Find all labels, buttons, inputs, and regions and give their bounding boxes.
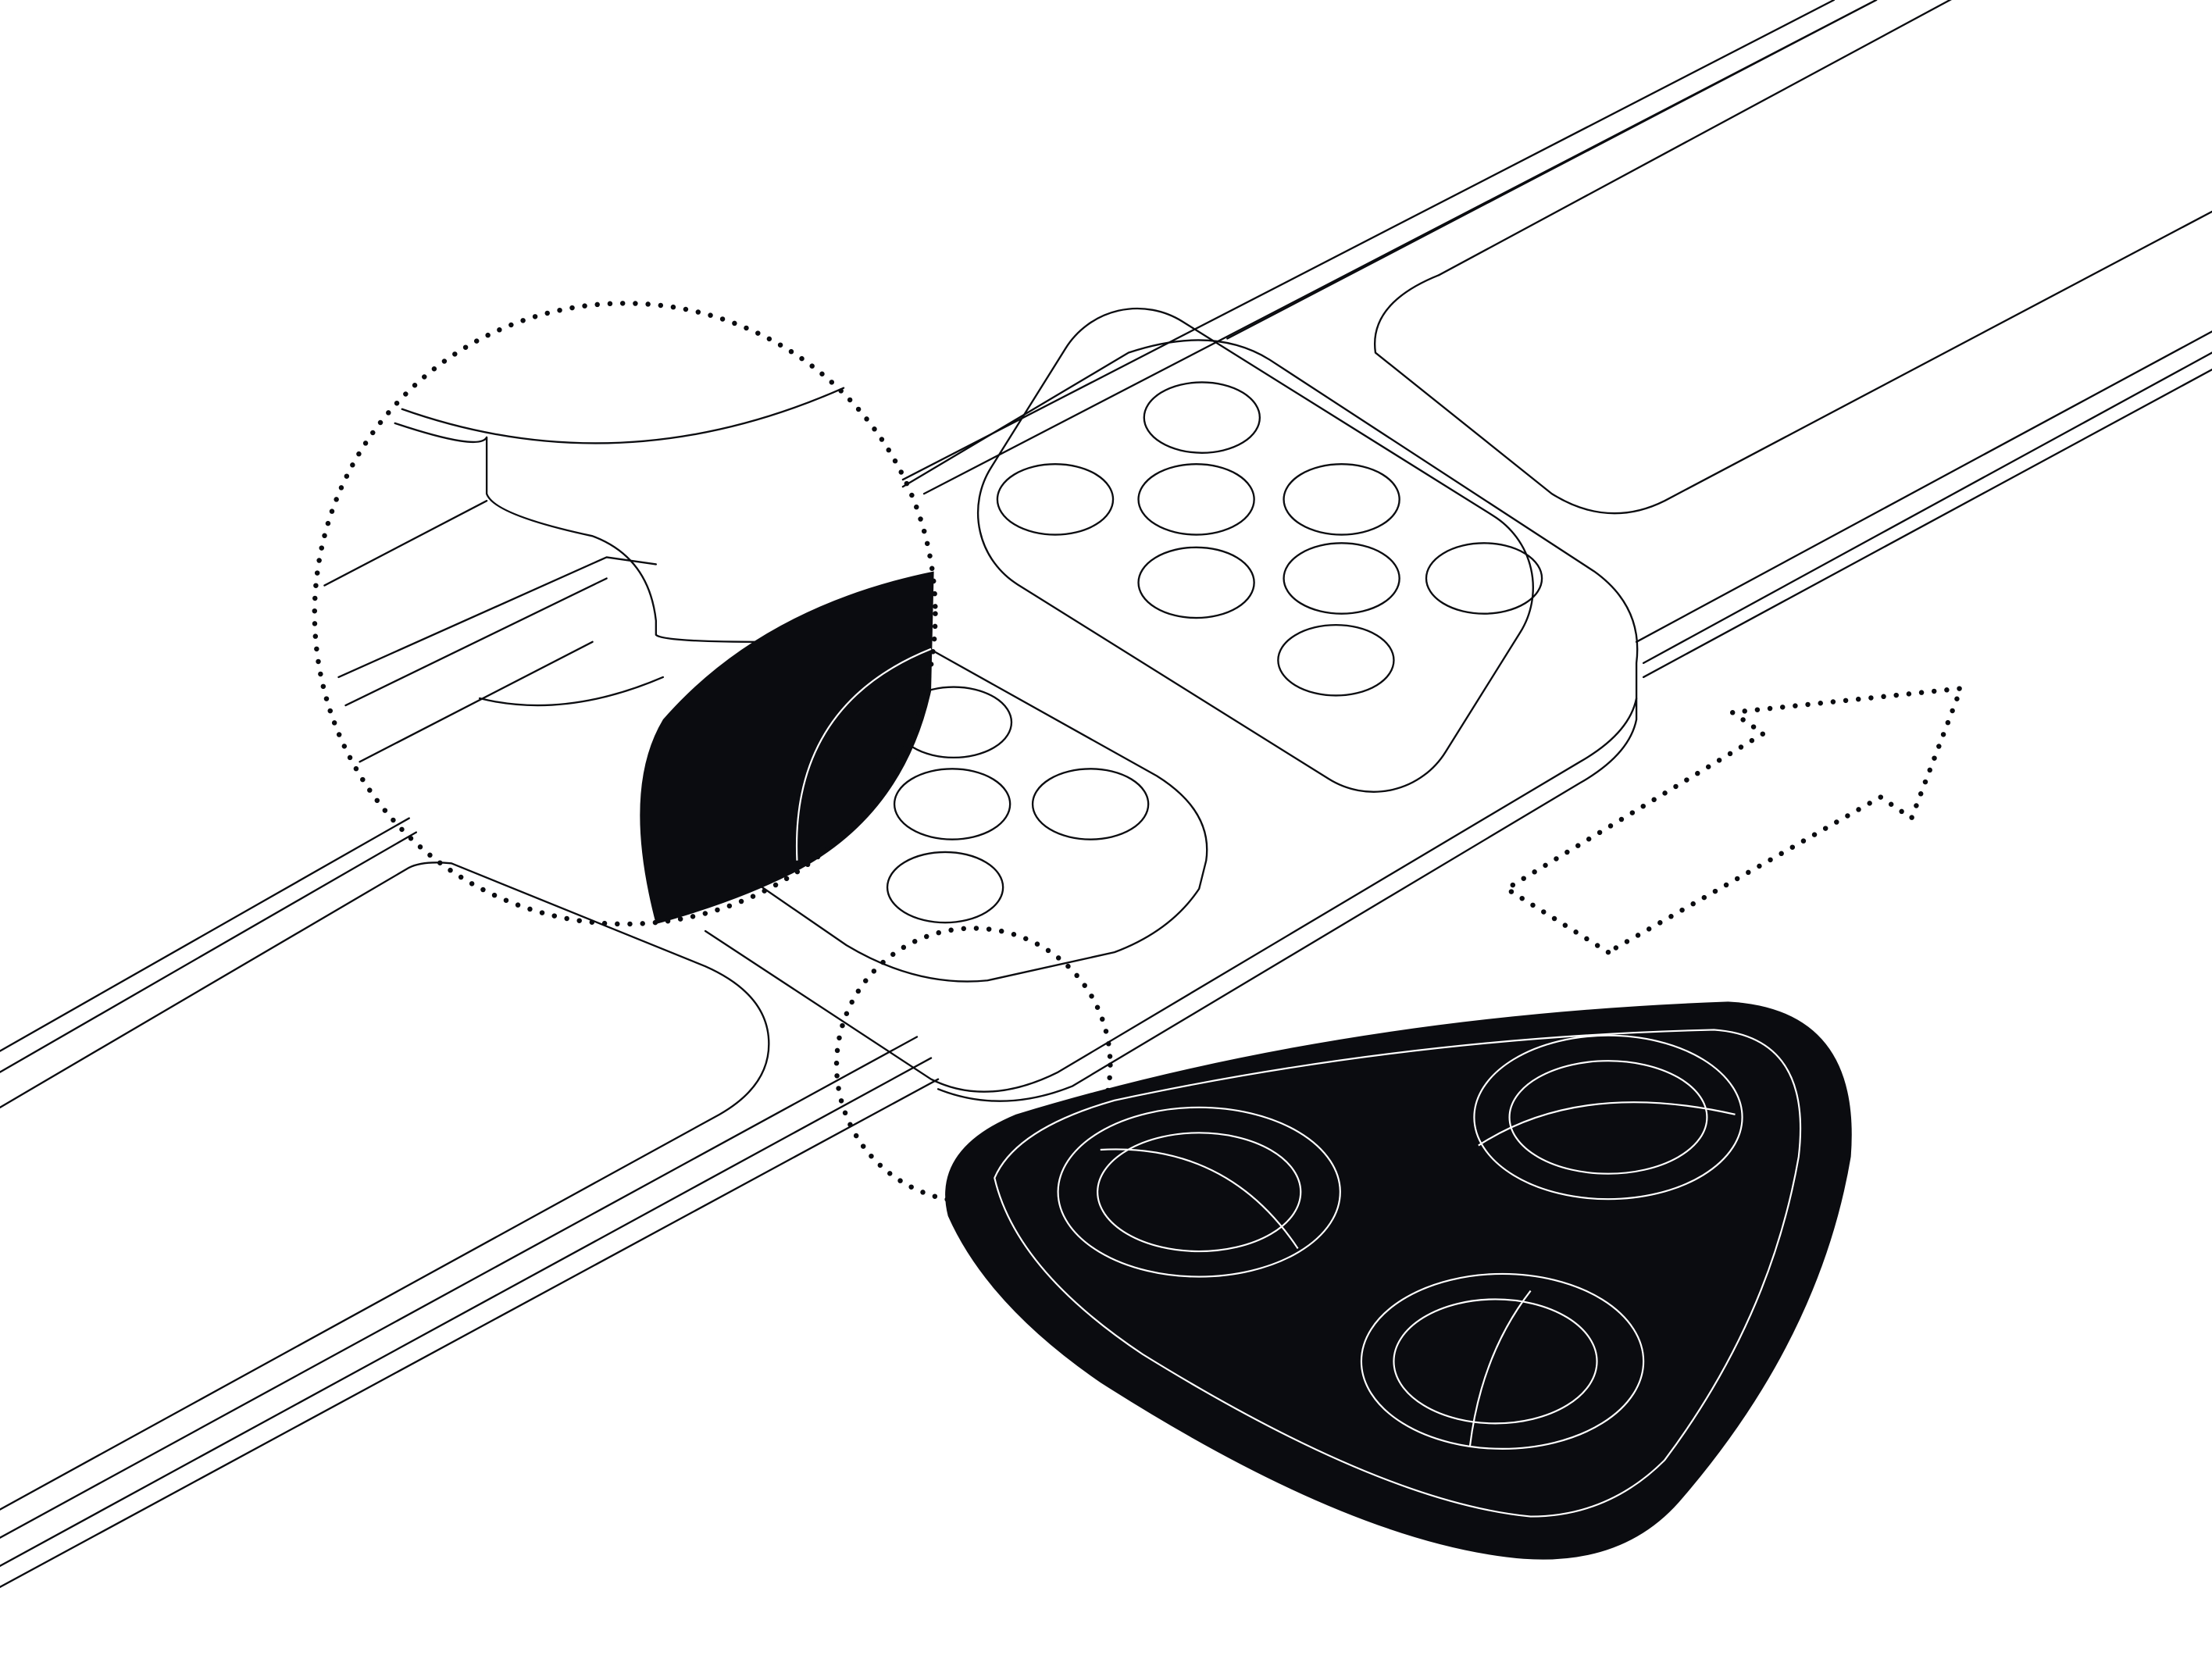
module-buttons xyxy=(996,381,1543,697)
lower-buttons xyxy=(886,686,1150,924)
magnifier-circle-large xyxy=(312,301,938,927)
watch-module xyxy=(704,307,1639,1102)
detail-magnified xyxy=(323,387,934,925)
pick-ring-2 xyxy=(1473,1034,1743,1201)
strap-upper xyxy=(901,0,2212,679)
pick-edge-detail xyxy=(640,571,934,925)
guitar-pick xyxy=(945,1001,1852,1560)
strap-lower xyxy=(0,817,940,1589)
slide-direction-arrow-icon xyxy=(1501,685,1965,955)
pick-ring-3 xyxy=(1360,1272,1645,1450)
pick-ring-1 xyxy=(1057,1106,1341,1278)
